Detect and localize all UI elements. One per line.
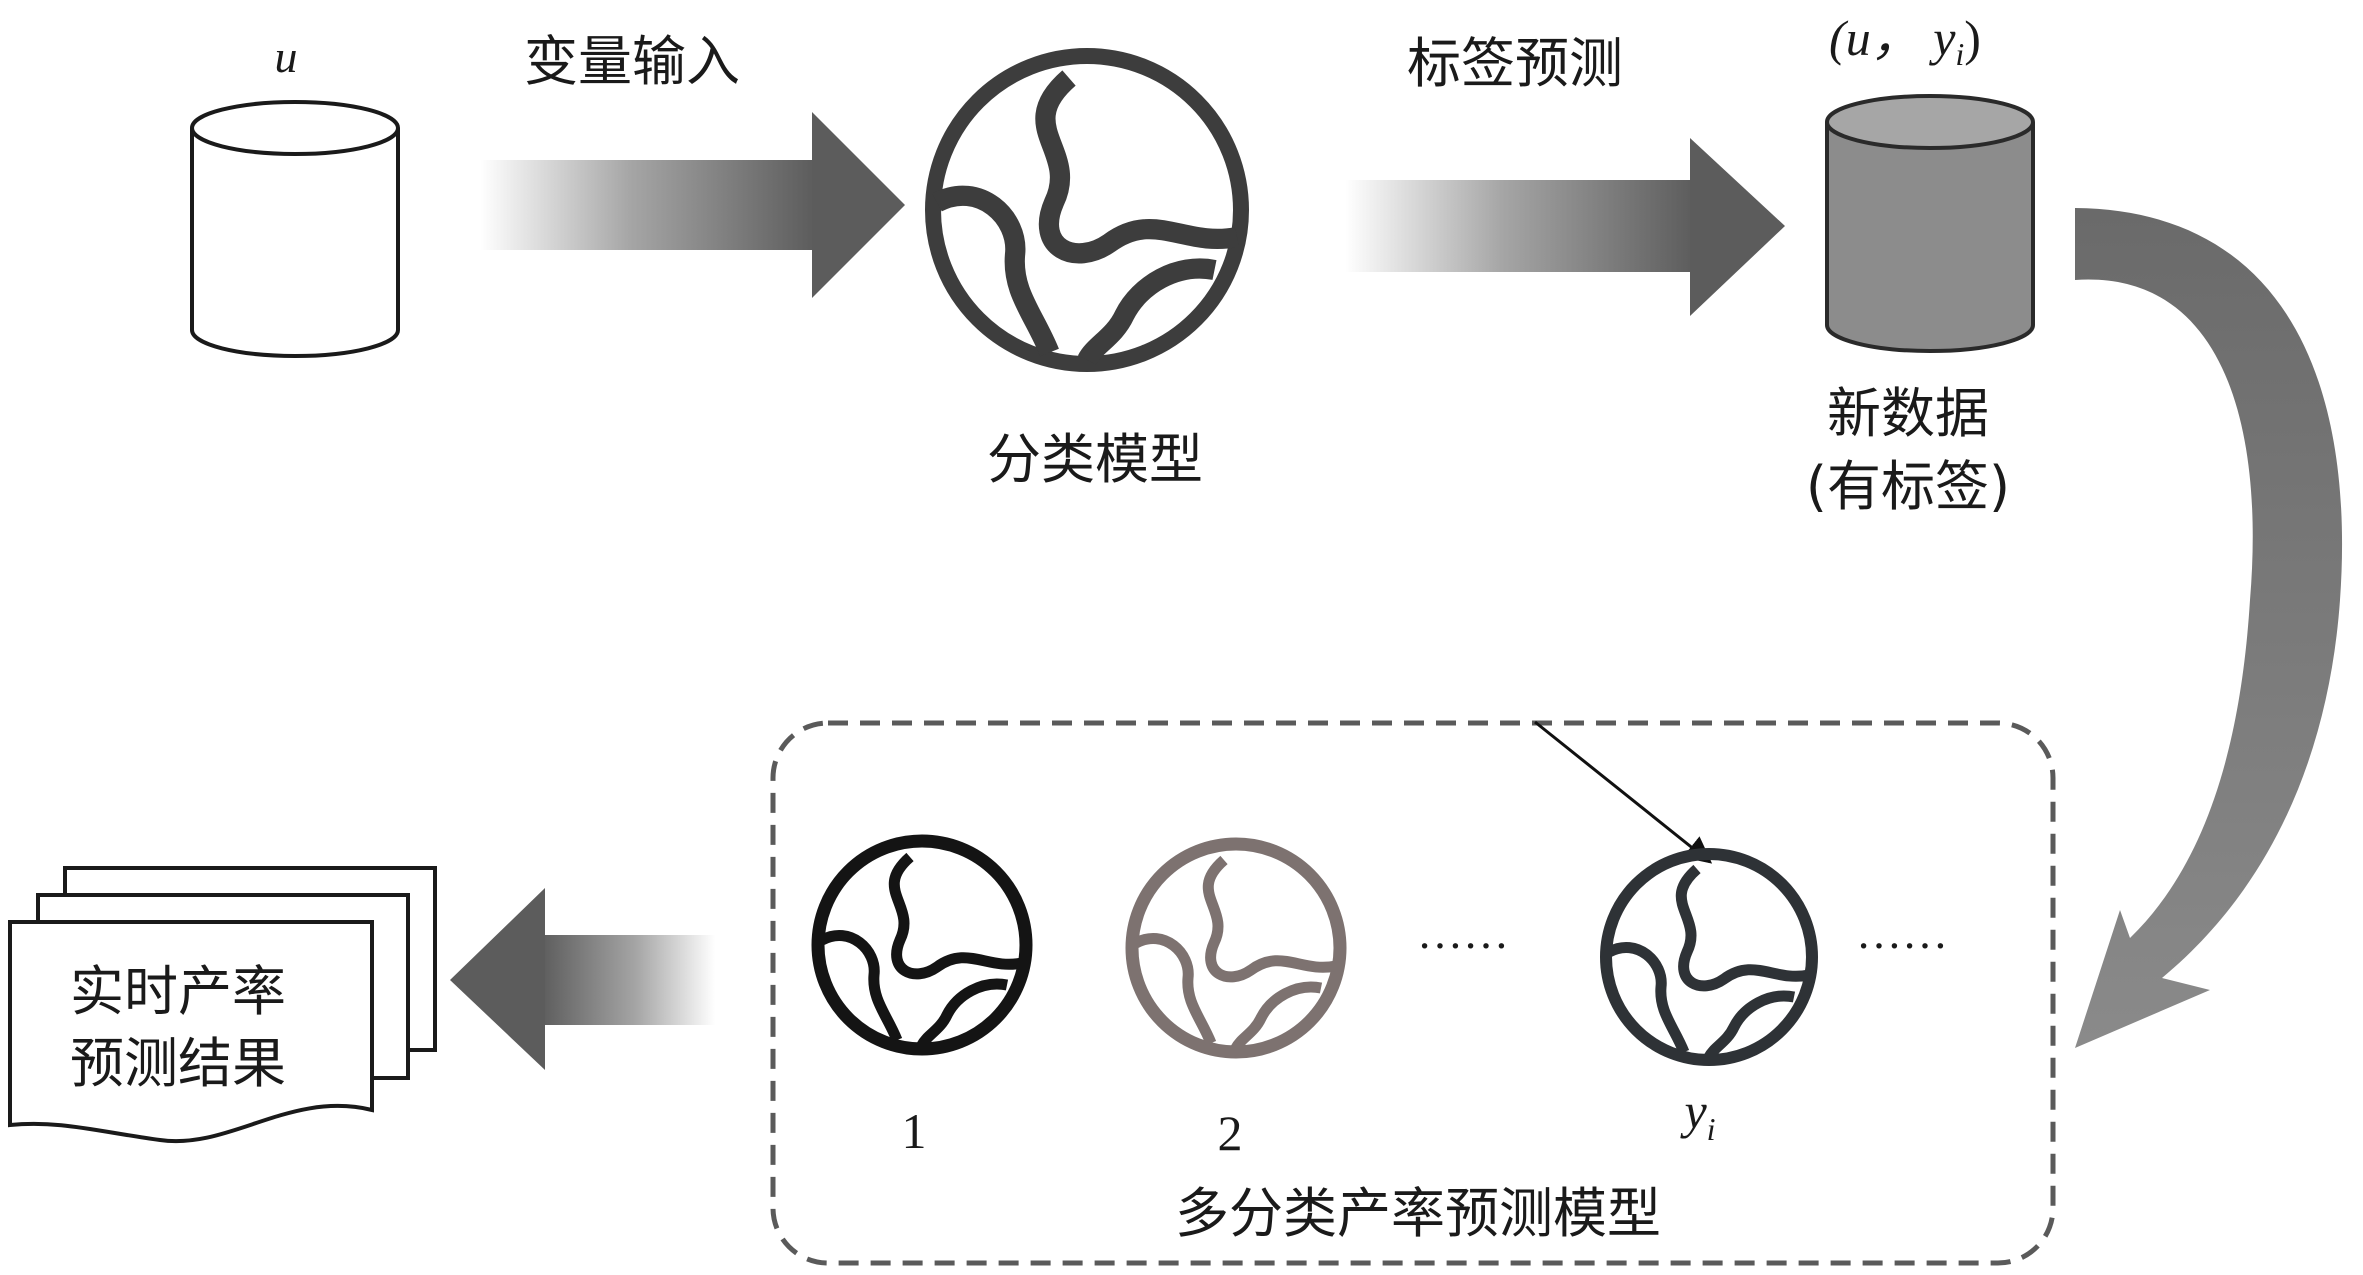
- multi-class-model-container: [770, 720, 2056, 1266]
- model-1-index: 1: [902, 1103, 927, 1159]
- new-data-labeled-note: (有标签): [1806, 455, 2010, 518]
- output-arrow: [450, 888, 715, 1070]
- input-database-icon: [190, 100, 400, 358]
- input-variable-u: u: [275, 31, 298, 82]
- variable-input-arrow: [480, 112, 905, 298]
- prediction-result-label: 预测结果: [70, 1032, 286, 1095]
- ellipsis-right: ……: [1856, 907, 1948, 958]
- model-1-globe-icon: [811, 834, 1033, 1056]
- label-prediction-label: 标签预测: [1407, 32, 1623, 95]
- feedback-curved-arrow: [2075, 208, 2343, 1048]
- variable-input-label: 变量输入: [524, 30, 740, 93]
- model-yi-globe-icon: [1600, 848, 1818, 1066]
- new-data-label: 新数据: [1827, 382, 1989, 445]
- new-labeled-database-icon: [1825, 94, 2035, 353]
- new-data-tuple: (u， yi): [1829, 10, 1981, 72]
- label-prediction-arrow: [1345, 138, 1785, 316]
- selector-arrow: [1534, 720, 1713, 864]
- classification-model-globe-icon: [925, 48, 1249, 372]
- multi-class-model-label: 多分类产率预测模型: [1175, 1182, 1661, 1245]
- model-yi-index: yi: [1679, 1083, 1715, 1147]
- classification-model-label: 分类模型: [987, 428, 1203, 491]
- prediction-results-documents-icon: [8, 866, 437, 1144]
- realtime-yield-label: 实时产率: [70, 960, 286, 1023]
- model-2-globe-icon: [1125, 837, 1347, 1059]
- model-2-index: 2: [1218, 1105, 1243, 1161]
- ellipsis-middle: ……: [1417, 907, 1509, 958]
